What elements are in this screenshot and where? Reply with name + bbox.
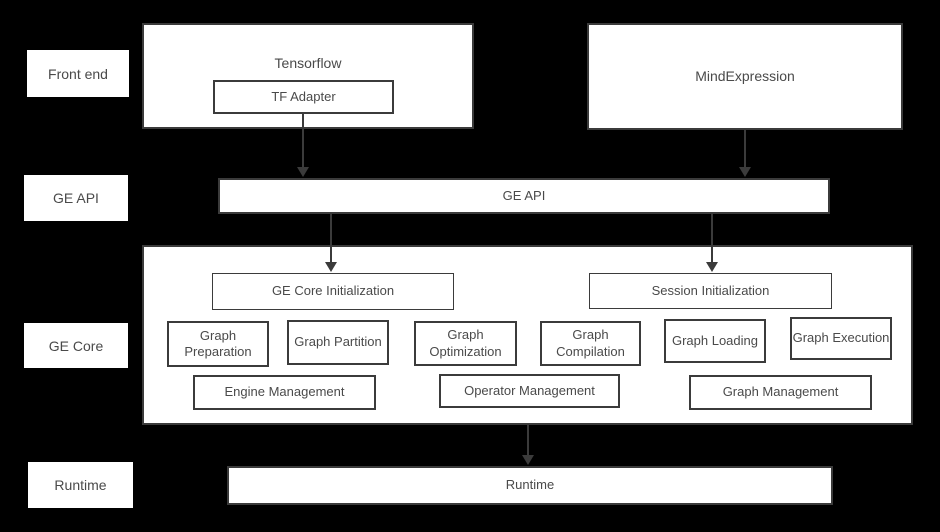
operator-management-box: Operator Management (439, 374, 620, 408)
row-label-runtime: Runtime (28, 462, 133, 508)
graph-compilation-box: Graph Compilation (540, 321, 641, 366)
row-label-front-end: Front end (27, 50, 129, 97)
runtime-bar: Runtime (227, 466, 833, 505)
tf-adapter-box: TF Adapter (213, 80, 394, 114)
graph-partition-box: Graph Partition (287, 320, 389, 365)
ge-api-bar: GE API (218, 178, 830, 214)
ge-core-initialization-box: GE Core Initialization (212, 273, 454, 310)
arrow-ge-api-to-session-initialization (706, 214, 718, 272)
engine-management-box: Engine Management (193, 375, 376, 410)
graph-preparation-box: Graph Preparation (167, 321, 269, 367)
arrow-mindexpression-to-ge-api (739, 130, 751, 177)
session-initialization-box: Session Initialization (589, 273, 832, 309)
arrow-ge-core-to-runtime (522, 425, 534, 465)
graph-execution-box: Graph Execution (790, 317, 892, 360)
arrow-tf-adapter-to-ge-api (297, 114, 309, 177)
graph-optimization-box: Graph Optimization (414, 321, 517, 366)
graph-management-box: Graph Management (689, 375, 872, 410)
row-label-ge-api: GE API (24, 175, 128, 221)
tensorflow-label: Tensorflow (274, 55, 342, 71)
graph-loading-box: Graph Loading (664, 319, 766, 363)
row-label-ge-core: GE Core (24, 323, 128, 368)
mindexpression-box: MindExpression (587, 23, 903, 130)
arrow-ge-api-to-ge-core-initialization (325, 214, 337, 272)
